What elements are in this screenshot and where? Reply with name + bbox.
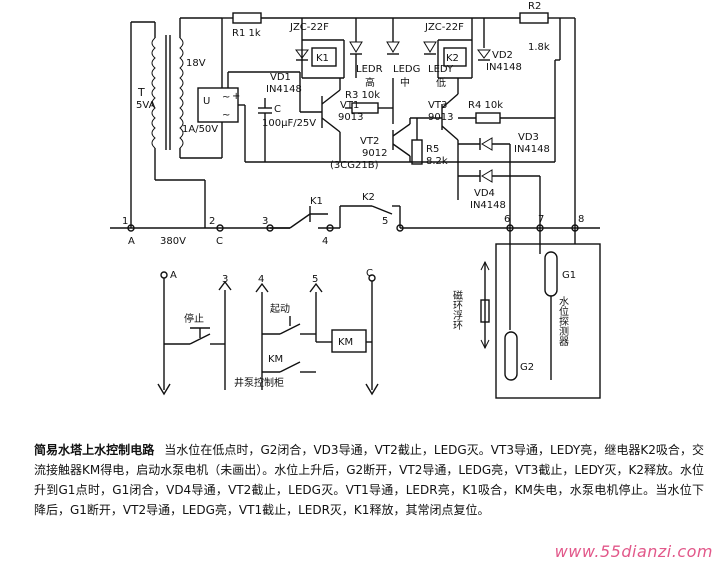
g2-label: G2 bbox=[520, 362, 534, 373]
top-rail: R1 1k R2 1.8k bbox=[222, 1, 561, 61]
circuit-diagram: T 5VA 18V U ~ ~ + 1A/50V R1 1k R2 1.8k J… bbox=[110, 1, 601, 399]
k1-contact-label: K1 bbox=[310, 196, 323, 207]
svg-text:~: ~ bbox=[222, 92, 230, 103]
ledy-level: 低 bbox=[436, 76, 446, 89]
relay-k2: JZC-22F K2 VD2 IN4148 bbox=[424, 18, 522, 79]
r5-value: 8.2k bbox=[426, 156, 448, 167]
probe-label: 水位探测器 bbox=[557, 296, 569, 347]
ledr-label: LEDR bbox=[356, 64, 383, 75]
vd3-label: VD3 bbox=[518, 132, 539, 143]
g1-label: G1 bbox=[562, 270, 576, 281]
k2-contact-label: K2 bbox=[362, 192, 375, 203]
ledr-level: 高 bbox=[365, 76, 375, 89]
node-4: 4 bbox=[322, 236, 328, 247]
lower-5: 5 bbox=[312, 274, 318, 285]
km-coil-label: KM bbox=[338, 337, 353, 348]
lower-4: 4 bbox=[258, 274, 264, 285]
vt1-type: 9013 bbox=[338, 112, 363, 123]
stop-button-label: 停止 bbox=[184, 312, 204, 325]
stage-vt3: VT3 9013 R4 10k VD3 IN4148 VD4 IN4148 bbox=[428, 17, 576, 228]
caption: 简易水塔上水控制电路当水位在低点时，G2闭合，VD3导通，VT2截止，LEDG灭… bbox=[34, 440, 704, 520]
mains-voltage: 380V bbox=[160, 236, 186, 247]
ledg-label: LEDG bbox=[393, 64, 420, 75]
node-1: 1 bbox=[122, 216, 128, 227]
transformer: T 5VA 18V bbox=[130, 18, 206, 218]
caption-body: 当水位在低点时，G2闭合，VD3导通，VT2截止，LEDG灭。VT3导通，LED… bbox=[34, 443, 704, 517]
bridge-rectifier: U ~ ~ + 1A/50V bbox=[180, 17, 246, 162]
phase-c: C bbox=[216, 236, 223, 247]
relay1-type: JZC-22F bbox=[289, 22, 329, 33]
r4-label: R4 10k bbox=[468, 100, 503, 111]
svg-text:~: ~ bbox=[222, 110, 230, 121]
float-ring-label: 磁环浮环 bbox=[451, 289, 463, 331]
k2-coil-label: K2 bbox=[446, 53, 459, 64]
vd4-type: IN4148 bbox=[470, 200, 506, 211]
svg-text:+: + bbox=[232, 91, 240, 102]
km-contact-label: KM bbox=[268, 354, 283, 365]
start-button-label: 起动 bbox=[270, 303, 290, 315]
r3-label: R3 10k bbox=[345, 90, 380, 101]
lower-3: 3 bbox=[222, 274, 228, 285]
transformer-rating: 5VA bbox=[136, 100, 156, 111]
r2-label: R2 bbox=[528, 1, 541, 12]
caption-title: 简易水塔上水控制电路 bbox=[34, 443, 155, 457]
ledy-label: LEDY bbox=[428, 64, 454, 75]
vd2-label: VD2 bbox=[492, 50, 513, 61]
mains-line: 1 2 3 A C 380V K1 K2 4 5 6 7 8 bbox=[110, 192, 600, 247]
bridge-label: U bbox=[203, 96, 210, 107]
r1-label: R1 1k bbox=[232, 28, 261, 39]
pump-control-cabinet: A 3 停止 4 5 起动 KM KM C 井泵控制柜 bbox=[157, 268, 379, 396]
vd1-type: IN4148 bbox=[266, 84, 302, 95]
water-level-probe: G1 G2 磁环浮环 水位探测器 bbox=[451, 228, 601, 399]
node-5: 5 bbox=[382, 216, 388, 227]
node-6: 6 bbox=[504, 214, 510, 225]
led-group: LEDR 高 LEDG 中 LEDY 低 bbox=[349, 18, 454, 89]
k1-coil-label: K1 bbox=[316, 53, 329, 64]
vd3-type: IN4148 bbox=[514, 144, 550, 155]
watermark: www.55dianzi.com bbox=[554, 542, 713, 561]
vd4-label: VD4 bbox=[474, 188, 495, 199]
lower-a: A bbox=[170, 270, 177, 281]
node-7: 7 bbox=[538, 214, 544, 225]
node-2: 2 bbox=[209, 216, 215, 227]
vt3-type: 9013 bbox=[428, 112, 453, 123]
cap-label: C bbox=[274, 104, 281, 115]
relay2-type: JZC-22F bbox=[424, 22, 464, 33]
lower-c: C bbox=[366, 268, 373, 279]
node-8: 8 bbox=[578, 214, 584, 225]
node-3: 3 bbox=[262, 216, 268, 227]
bridge-rating: 1A/50V bbox=[182, 124, 218, 135]
secondary-voltage: 18V bbox=[186, 58, 206, 69]
transformer-label: T bbox=[137, 86, 145, 99]
r5-label: R5 bbox=[426, 144, 439, 155]
vt2-type: 9012 bbox=[362, 148, 387, 159]
vt2-label: VT2 bbox=[360, 136, 379, 147]
stage-vt2: R3 10k VT2 9012 (3CG21B) R5 8.2k bbox=[330, 78, 448, 171]
cabinet-label: 井泵控制柜 bbox=[234, 376, 284, 389]
vt3-label: VT3 bbox=[428, 100, 447, 111]
r2-value: 1.8k bbox=[528, 42, 550, 53]
vd2-type: IN4148 bbox=[486, 62, 522, 73]
ledg-level: 中 bbox=[400, 76, 410, 89]
stage-vt1: VD1 IN4148 C 100μF/25V VT1 9013 bbox=[227, 71, 555, 163]
relay-k1: JZC-22F K1 bbox=[289, 18, 345, 79]
cap-value: 100μF/25V bbox=[262, 118, 316, 129]
vt1-label: VT1 bbox=[340, 100, 359, 111]
phase-a: A bbox=[128, 236, 135, 247]
vt2-alt: (3CG21B) bbox=[330, 160, 379, 171]
vd1-label: VD1 bbox=[270, 72, 291, 83]
